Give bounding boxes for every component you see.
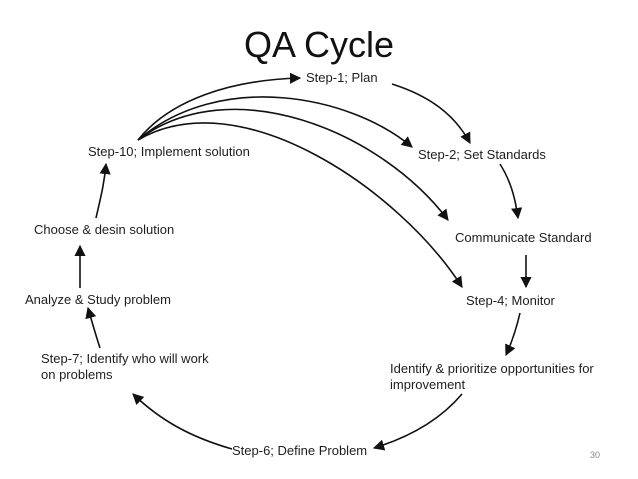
step-implement: Step-10; Implement solution xyxy=(88,144,250,159)
arrow-plan-to-set-standards xyxy=(391,83,471,144)
step-plan: Step-1; Plan xyxy=(306,70,378,85)
arrow-implement-to-set-standards xyxy=(137,96,413,148)
step-identify-who: Step-7; Identify who will work on proble… xyxy=(41,351,209,382)
arrow-choose-to-implement xyxy=(95,162,111,219)
step-set-standards: Step-2; Set Standards xyxy=(418,147,546,162)
step-identify-prioritize: Identify & prioritize opportunities for … xyxy=(390,361,594,392)
slide-title: QA Cycle xyxy=(243,24,395,65)
arrow-set-standards-to-communicate xyxy=(499,163,523,220)
arrow-define-to-identify-who xyxy=(132,393,233,450)
step-analyze: Analyze & Study problem xyxy=(25,292,171,307)
arrow-implement-to-communicate xyxy=(137,108,449,221)
arrow-implement-to-plan xyxy=(137,72,302,141)
step-communicate: Communicate Standard xyxy=(455,230,592,245)
arrow-identify-to-define xyxy=(372,393,463,451)
step-define-problem: Step-6; Define Problem xyxy=(232,443,368,458)
arrow-identify-who-to-analyze xyxy=(85,306,101,349)
arrow-monitor-to-identify xyxy=(505,312,521,357)
page-number: 30 xyxy=(589,450,600,460)
step-monitor: Step-4; Monitor xyxy=(466,293,555,308)
step-choose: Choose & desin solution xyxy=(34,222,175,237)
arrow-implement-to-monitor xyxy=(137,122,463,288)
